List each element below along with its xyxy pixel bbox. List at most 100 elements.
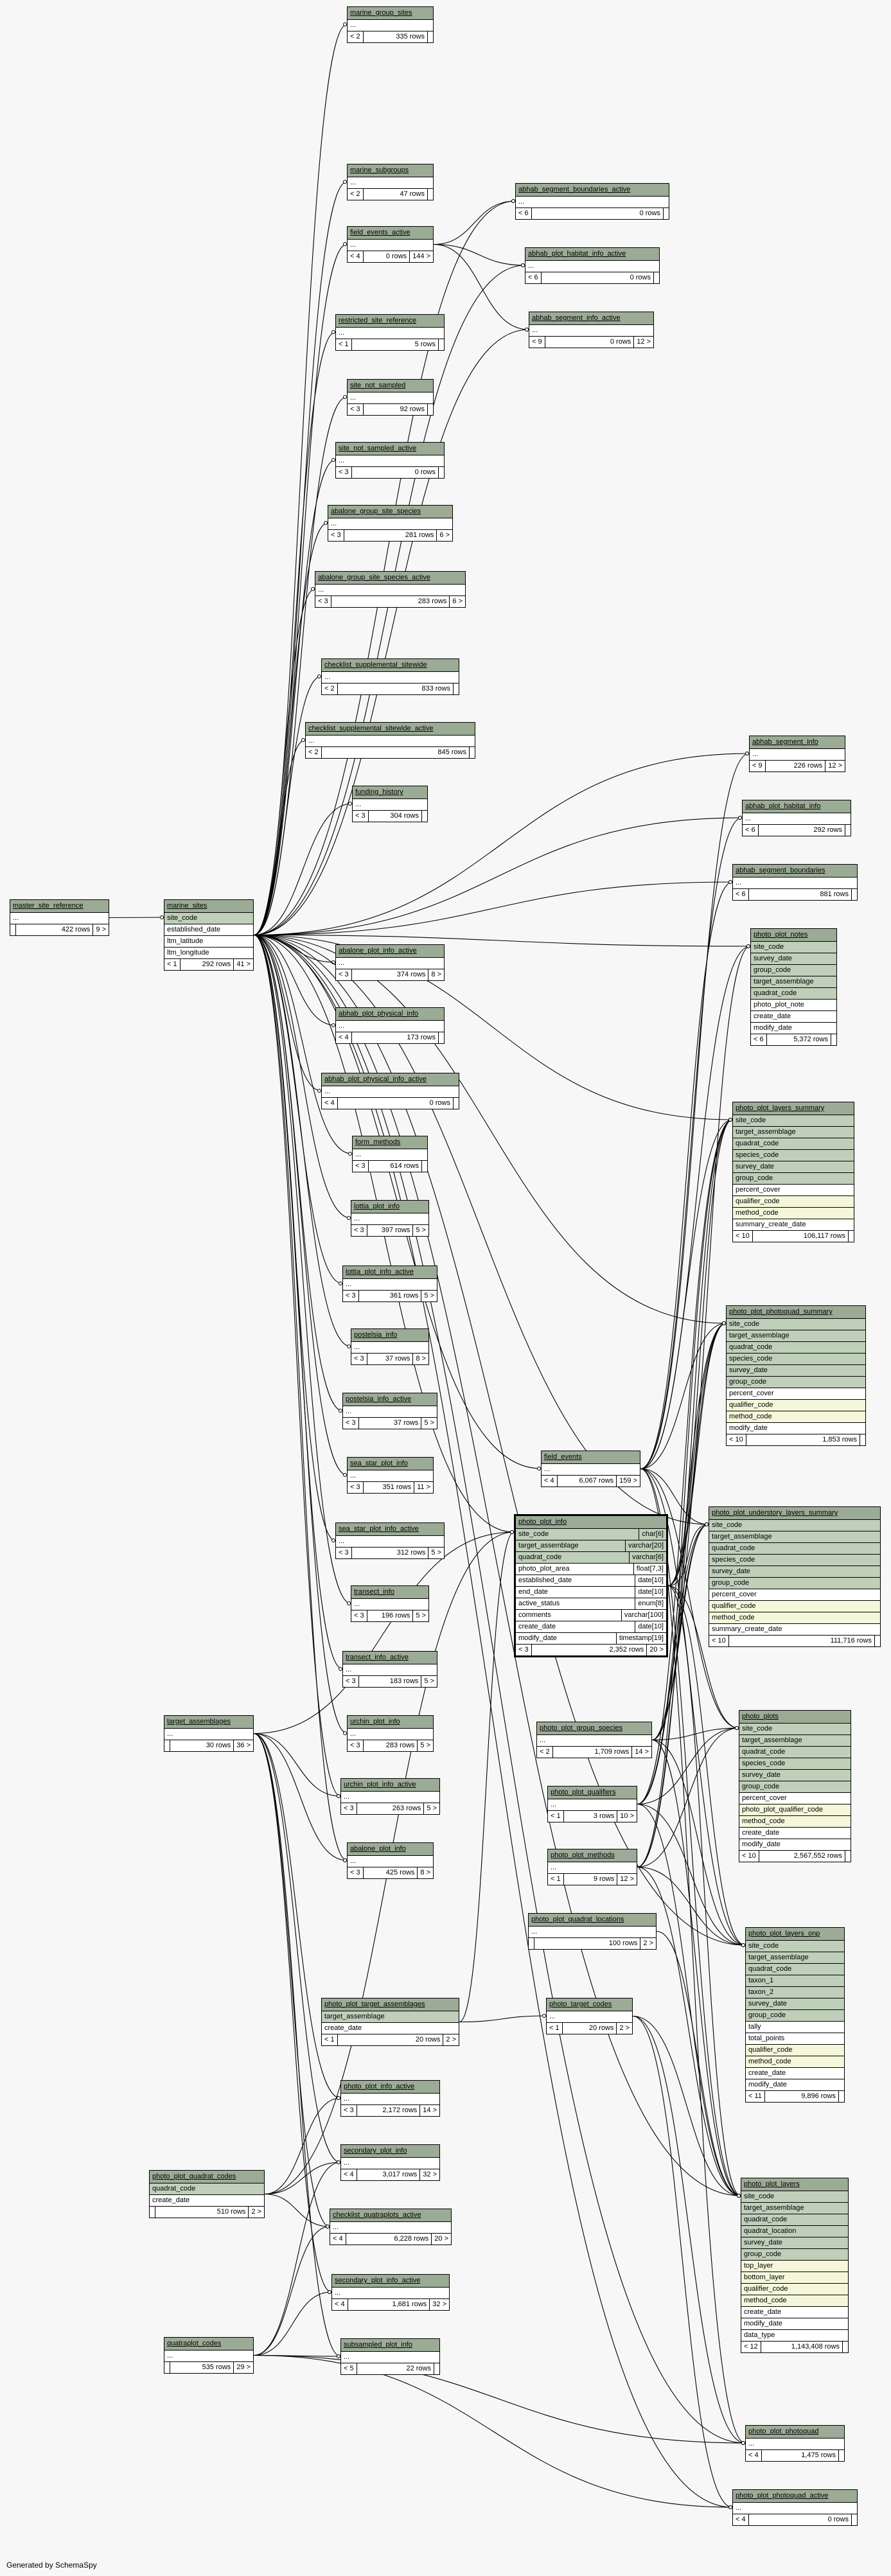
table-header[interactable]: photo_plot_group_species	[537, 1722, 651, 1735]
table-header[interactable]: abalone_plot_info	[348, 1843, 433, 1856]
table-header[interactable]: subsampled_plot_info	[341, 2339, 439, 2352]
table-header[interactable]: abhab_plot_habitat_info	[743, 800, 851, 813]
table-header[interactable]: photo_plot_quadrat_codes	[150, 2171, 264, 2183]
table-header[interactable]: funding_history	[353, 786, 427, 799]
table-header[interactable]: abhab_plot_physical_info_active	[322, 1073, 459, 1086]
table-header[interactable]: abalone_plot_info_active	[336, 945, 444, 958]
table-header[interactable]: photo_plot_layers_onp	[746, 1928, 844, 1941]
table-header[interactable]: photo_plot_photoquad_summary	[727, 1306, 865, 1319]
table-header[interactable]: abhab_segment_boundaries_active	[516, 184, 669, 197]
table-header[interactable]: photo_plot_qualifiers	[548, 1786, 637, 1799]
table-header[interactable]: urchin_plot_info_active	[341, 1779, 439, 1792]
table-header[interactable]: abhab_plot_physical_info	[336, 1008, 444, 1021]
table-header[interactable]: abalone_group_site_species	[328, 506, 452, 518]
table-header[interactable]: sea_star_plot_info_active	[336, 1523, 444, 1536]
table-header[interactable]: restricted_site_reference	[336, 315, 444, 328]
table-header[interactable]: photo_plot_layers_summary	[733, 1102, 854, 1115]
table-header[interactable]: photo_plot_target_assemblages	[322, 1998, 459, 2011]
table-header[interactable]: marine_group_sites	[348, 7, 433, 20]
table-header[interactable]: lottia_plot_info_active	[343, 1266, 437, 1279]
table-header[interactable]: photo_plot_info_active	[341, 2081, 439, 2094]
table-header[interactable]: target_assemblages	[164, 1716, 253, 1729]
table-header[interactable]: photo_plot_photoquad_active	[733, 2490, 857, 2503]
table-header[interactable]: photo_plot_notes	[751, 929, 836, 942]
table-header[interactable]: transect_info_active	[343, 1652, 437, 1664]
table-header[interactable]: form_methods	[353, 1136, 427, 1149]
table-header[interactable]: sea_star_plot_info	[348, 1458, 433, 1470]
table-header[interactable]: postelsia_info	[351, 1329, 428, 1342]
table-header[interactable]: quatraplot_codes	[164, 2338, 253, 2351]
table-header[interactable]: abalone_group_site_species_active	[315, 572, 465, 585]
table-header[interactable]: photo_plot_info	[516, 1516, 666, 1529]
table-header[interactable]: urchin_plot_info	[348, 1716, 433, 1729]
table-header[interactable]: checklist_supplemental_sitewide_active	[306, 723, 475, 736]
table-header[interactable]: abhab_plot_habitat_info_active	[525, 248, 659, 261]
table-header[interactable]: transect_info	[351, 1586, 428, 1599]
table-header[interactable]: marine_sites	[164, 900, 253, 913]
table-header[interactable]: photo_plot_methods	[548, 1849, 637, 1862]
table-header[interactable]: site_not_sampled	[348, 380, 433, 393]
table-header[interactable]: checklist_supplemental_sitewide	[322, 659, 459, 672]
table-header[interactable]: photo_plot_layers	[741, 2178, 848, 2191]
table-checklist-supplemental-sitewide-active[interactable]: checklist_supplemental_sitewide_active..…	[305, 722, 475, 759]
table-header[interactable]: photo_plot_understory_layers_summary	[709, 1507, 880, 1520]
table-header[interactable]: photo_plot_quadrat_locations	[529, 1914, 656, 1927]
table-header[interactable]: abhab_segment_boundaries	[733, 865, 857, 878]
table-header[interactable]: postelsia_info_active	[343, 1393, 437, 1406]
table-header[interactable]: photo_plots	[739, 1711, 851, 1724]
table-header[interactable]: secondary_plot_info	[341, 2145, 439, 2158]
table-header[interactable]: marine_subgroups	[348, 164, 433, 177]
table-header[interactable]: field_events_active	[348, 227, 433, 240]
